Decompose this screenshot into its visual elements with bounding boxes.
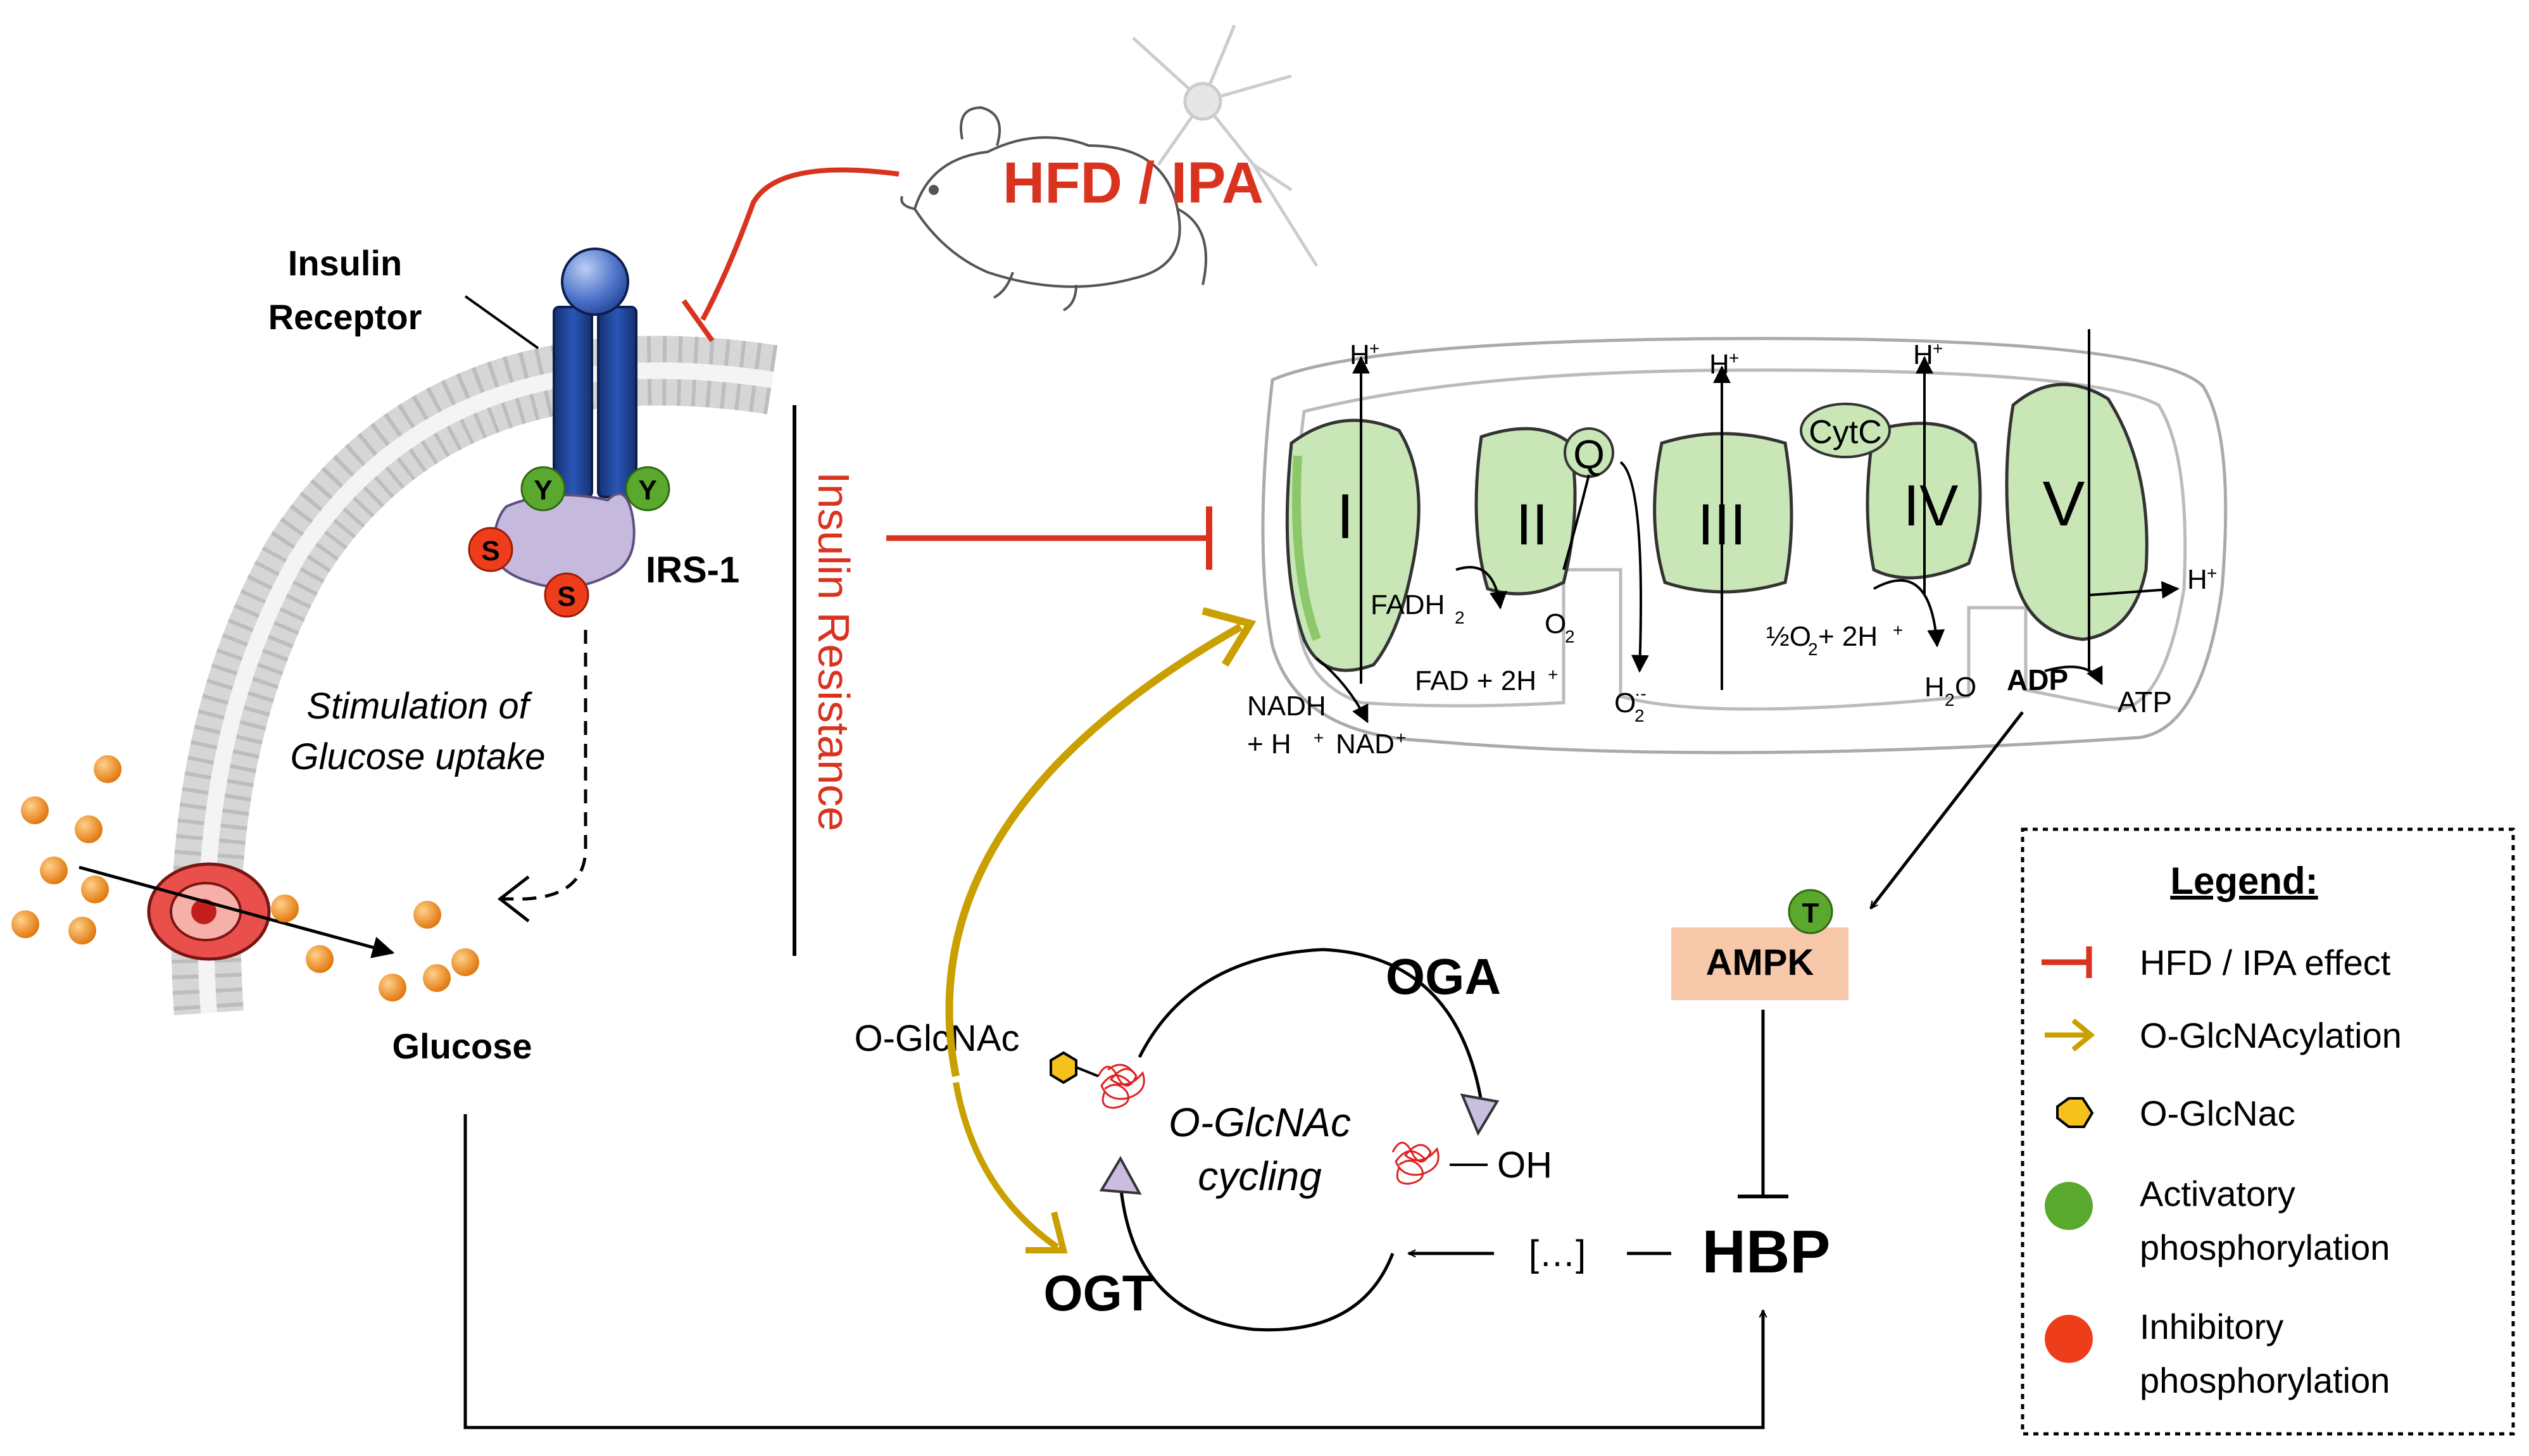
fadh2-label: FADH — [1371, 589, 1445, 620]
o2-sub: 2 — [1565, 627, 1575, 646]
o-glcnac-label: O-GlcNAc — [855, 1018, 1020, 1059]
neuron-icon — [1132, 25, 1319, 267]
cytochrome-c-icon — [1800, 403, 1891, 458]
ogt-label: OGT — [1043, 1265, 1153, 1321]
h-plus-4-sup: + — [1933, 339, 1943, 358]
half-o2-sup: + — [1893, 620, 1903, 640]
stimulation-label-1: Stimulation of — [306, 686, 532, 727]
o-glcnac-hexagon-icon — [1050, 1051, 1077, 1084]
thr-phospho-icon — [1788, 889, 1833, 934]
atp-label: ATP — [2118, 686, 2172, 719]
protein-glcnac-icon — [1097, 1064, 1145, 1109]
complex-V: V — [2005, 329, 2149, 641]
cytc-label: CytC — [1809, 414, 1882, 451]
ser-label-1: S — [481, 536, 499, 567]
glucose-label: Glucose — [392, 1026, 532, 1066]
h2o-h-label: H — [1924, 672, 1945, 703]
tyr-label-2: Y — [638, 475, 656, 506]
glucose-transporter-icon — [147, 862, 271, 961]
legend: Legend: HFD / IPA effect O-GlcNAcylation… — [2021, 827, 2515, 1436]
o2-label: O — [1545, 608, 1566, 639]
mouse-icon — [900, 106, 1207, 311]
ampk-label: AMPK — [1706, 942, 1814, 983]
complex-II-label: II — [1516, 493, 1548, 557]
complex-IV-label: IV — [1904, 474, 1959, 538]
oga-arrowhead-icon — [1460, 1093, 1500, 1136]
gold-arrow-icon — [2045, 1018, 2095, 1052]
superoxide-label: O — [1614, 687, 1636, 719]
fad-sup: + — [1548, 665, 1558, 684]
nadh-h-sup: + — [1314, 728, 1324, 748]
hfd-ipa-label: HFD / IPA — [1003, 151, 1264, 215]
nadh-h-label: + H — [1247, 729, 1291, 760]
legend-item-4-label-2: phosphorylation — [2140, 1360, 2390, 1400]
legend-item-0-label: HFD / IPA effect — [2140, 943, 2391, 982]
legend-item-4-label-1: Inhibitory — [2140, 1307, 2283, 1346]
glucose-molecules — [11, 755, 479, 1001]
tyr-phospho-2-icon — [625, 466, 670, 511]
hexagon-icon — [2056, 1097, 2094, 1128]
insulin-resistance-label: Insulin Resistance — [809, 472, 858, 831]
ampk-box — [1671, 927, 1848, 1000]
h-plus-1-label: H — [1350, 339, 1370, 370]
oh-label: OH — [1497, 1145, 1552, 1186]
half-o2-tail-label: + 2H — [1818, 621, 1878, 652]
complex-II: II Q — [1474, 427, 1614, 596]
legend-title: Legend: — [2170, 860, 2318, 902]
q-label: Q — [1573, 432, 1605, 477]
oga-label: OGA — [1386, 948, 1501, 1005]
stimulation-label-2: Glucose uptake — [290, 736, 545, 777]
insulin-ball-icon — [561, 248, 629, 316]
nad-label: NAD — [1336, 729, 1395, 760]
insulin-receptor-label-2: Receptor — [268, 297, 422, 337]
legend-item-1-label: O-GlcNAcylation — [2140, 1015, 2402, 1055]
tyr-label-1: Y — [534, 475, 552, 506]
green-dot-icon — [2045, 1182, 2093, 1230]
tyr-phospho-1-icon — [520, 466, 566, 511]
hbp-label: HBP — [1702, 1218, 1831, 1286]
h-plus-1-sup: + — [1369, 339, 1379, 358]
legend-item-3-label-2: phosphorylation — [2140, 1227, 2390, 1267]
nad-sup: + — [1396, 728, 1406, 748]
ellipsis-label: […] — [1529, 1233, 1586, 1274]
h-plus-3-sup: + — [1729, 348, 1739, 368]
h2o-o-label: O — [1955, 672, 1976, 703]
superoxide-sup: ·- — [1635, 684, 1647, 703]
fadh2-sub: 2 — [1455, 608, 1465, 627]
h2o-sub: 2 — [1945, 690, 1955, 710]
complex-V-label: V — [2043, 468, 2085, 539]
irs1-label: IRS-1 — [646, 549, 739, 591]
h-plus-4-label: H — [1913, 339, 1933, 370]
h-plus-5-label: H — [2187, 564, 2207, 595]
adp-label: ADP — [2007, 663, 2068, 696]
thr-label: T — [1802, 898, 1819, 929]
red-dot-icon — [2045, 1315, 2093, 1363]
insulin-receptor-label-1: Insulin — [288, 243, 402, 283]
ser-label-2: S — [557, 581, 575, 612]
h-plus-5-sup: + — [2207, 563, 2217, 583]
cycling-label-1: O-GlcNAc — [1169, 1100, 1351, 1145]
ser-phospho-1-icon — [468, 527, 513, 572]
h-plus-3-label: H — [1709, 349, 1729, 380]
insulin-receptor — [553, 248, 637, 498]
ogt-arrowhead-icon — [1099, 1155, 1142, 1195]
nadh-label: NADH — [1247, 691, 1326, 722]
cycling-label-2: cycling — [1198, 1153, 1322, 1199]
half-o2-sub: 2 — [1808, 639, 1818, 659]
complex-I-label: I — [1336, 481, 1354, 552]
fad-label: FAD + 2H — [1415, 665, 1536, 696]
superoxide-sub: 2 — [1635, 706, 1645, 725]
legend-item-3-label-1: Activatory — [2140, 1174, 2295, 1214]
protein-oh-icon — [1391, 1141, 1440, 1185]
ser-phospho-2-icon — [544, 572, 589, 618]
half-o2-label: ½O — [1766, 621, 1811, 652]
legend-item-2-label: O-GlcNac — [2140, 1093, 2295, 1133]
